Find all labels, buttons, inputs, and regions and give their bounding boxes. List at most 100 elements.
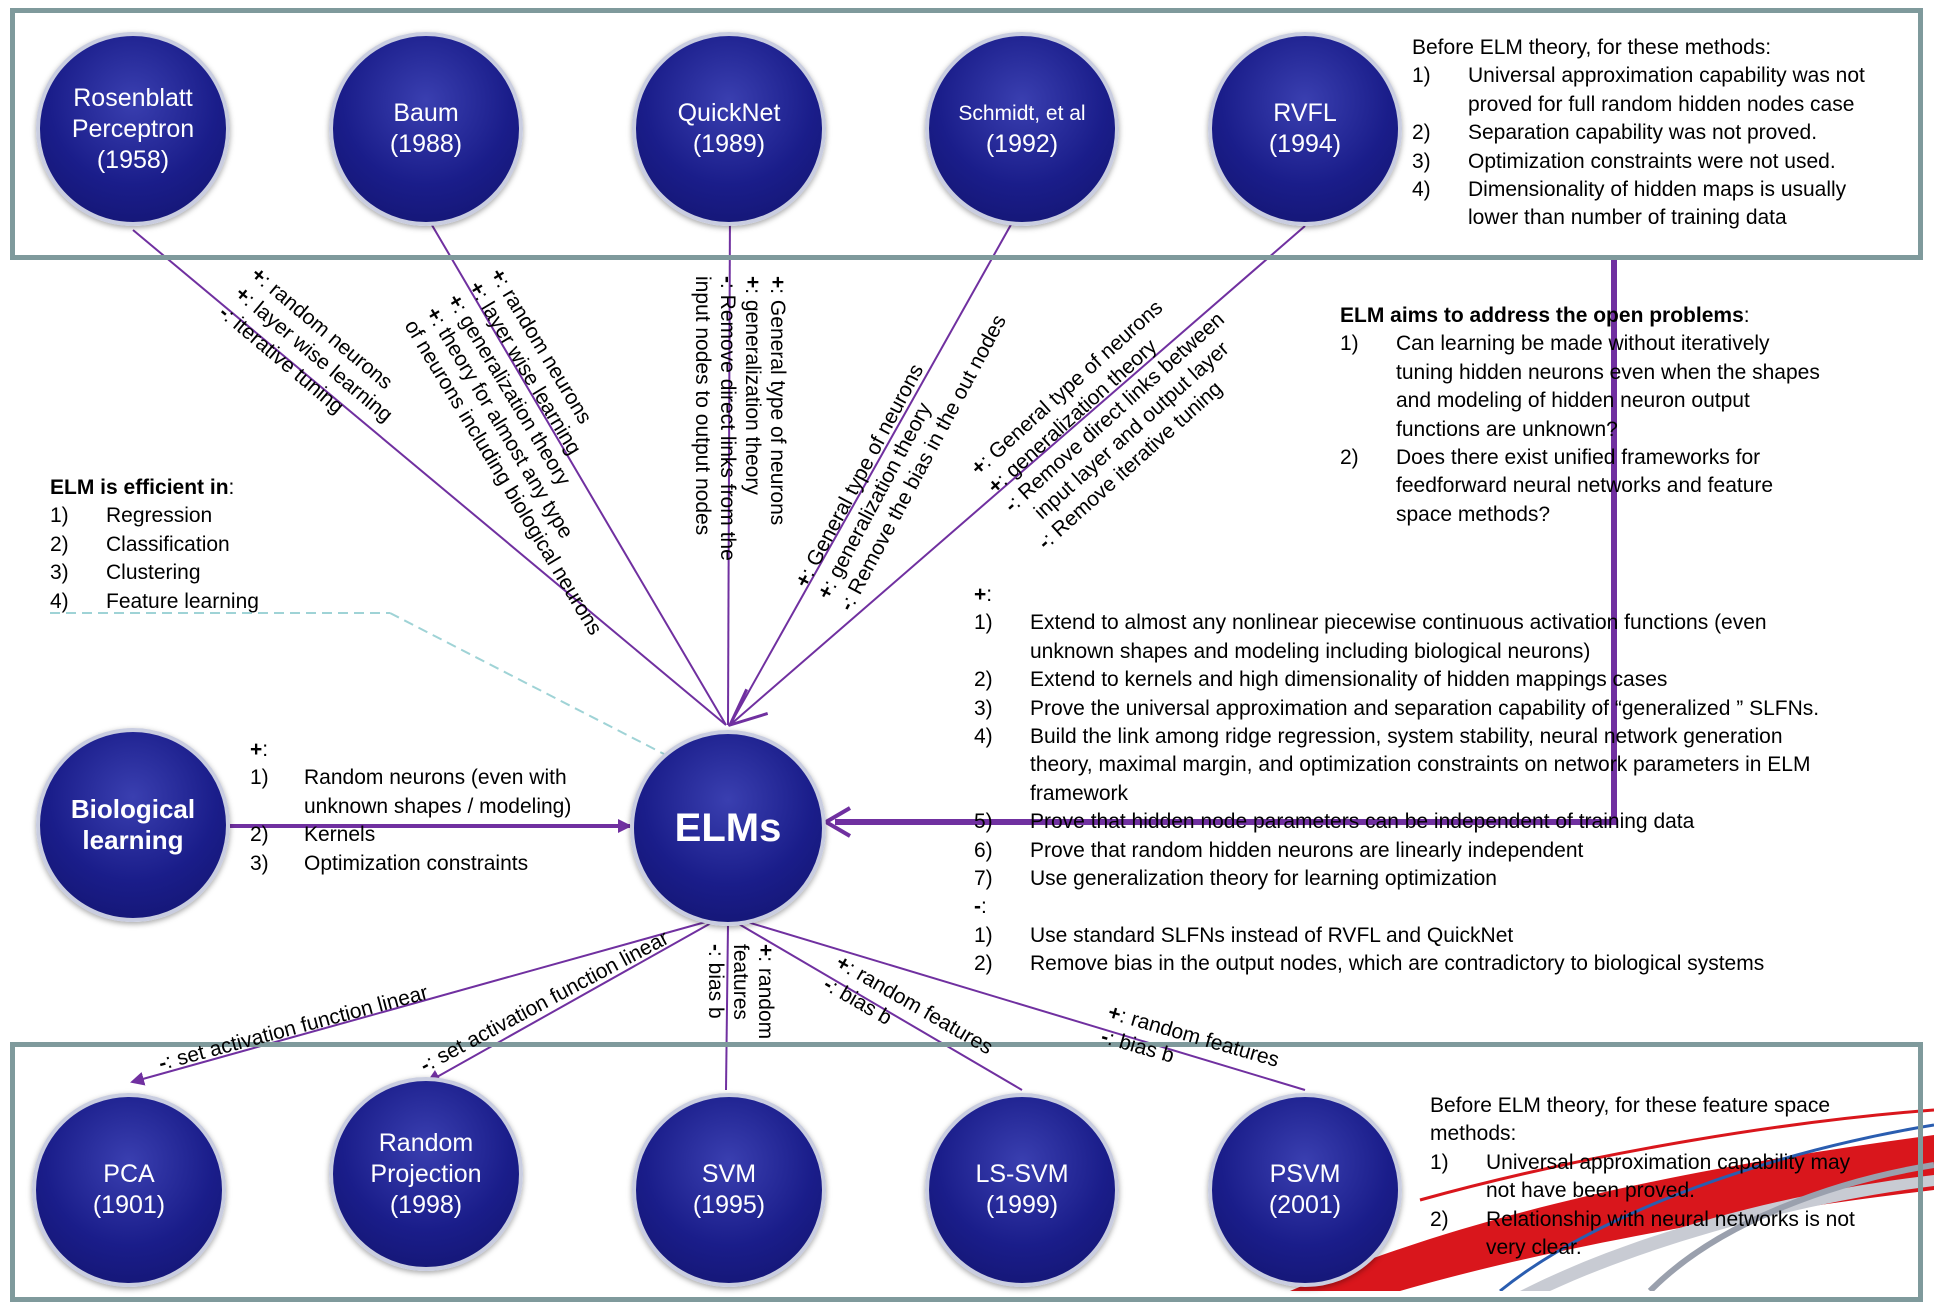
node-label: (2001) [1268,1191,1342,1219]
item-number: 1) [1340,332,1359,356]
aims-heading: ELM aims to address the open problems [1340,304,1744,327]
node-label: (1989) [692,130,766,158]
item-text: Universal approximation capability was n… [1468,64,1865,88]
label-text: : generalization theory [741,288,764,495]
node-label: SVM [701,1160,757,1188]
bottom-note: Before ELM theory, for these feature spa… [1430,1092,1855,1262]
node-label: (1958) [96,145,170,174]
item-text: Kernels [304,823,376,847]
item-number: 1) [1412,64,1431,88]
aims-note: ELM aims to address the open problems: 1… [1340,302,1820,529]
node-ls-svm: LS-SVM (1999) [925,1093,1119,1287]
node-label: learning [82,825,184,855]
node-label: Baum [393,99,459,127]
colon: : [262,738,269,761]
node-label: ELMs [674,805,782,850]
sign: + [754,944,777,957]
label-text: : General type of neurons [766,288,789,526]
edge-rosenblatt [132,229,727,726]
sign: + [741,276,764,289]
item-text: unknown shapes and modeling including bi… [1030,639,1591,663]
item-number: 4) [1412,178,1431,202]
node-label: Random [378,1128,474,1157]
item-text: not have been proved. [1486,1179,1695,1203]
item-text: Universal approximation capability may [1486,1150,1851,1174]
bottom-note-intro: methods: [1430,1122,1517,1146]
edge-pca [130,917,721,1086]
label-text: : random [754,956,777,1040]
bottom-note-intro: Before ELM theory, for these feature spa… [1430,1094,1830,1117]
item-text: tuning hidden neurons even when the shap… [1396,360,1820,384]
contributions-list: +: 1) Extend to almost any nonlinear piec… [974,581,1819,979]
item-number: 1) [974,611,993,635]
item-text: functions are unknown? [1396,417,1618,441]
label-text: : bias b [704,951,727,1019]
efficient-colon: : [228,476,235,499]
item-text: Use standard SLFNs instead of RVFL and Q… [1030,923,1514,947]
edge-rvfl [730,225,1306,725]
item-text: very clear. [1486,1236,1582,1260]
node-quicknet: QuickNet (1989) [632,32,826,226]
node-random-projection: Random Projection (1998) [329,1077,523,1271]
bio-notes: +: 1) Random neurons (even with unknown s… [250,736,571,878]
item-number: 5) [974,810,993,834]
item-number: 1) [974,923,993,947]
item-text: and modeling of hidden neuron output [1396,389,1750,413]
item-number: 2) [1340,446,1359,470]
node-label: (1988) [389,130,463,158]
node-label: QuickNet [677,99,781,127]
item-number: 3) [250,851,269,875]
item-text: unknown shapes / modeling) [304,794,572,818]
top-methods-panel [10,8,1923,260]
node-pca: PCA (1901) [32,1093,226,1287]
item-text: Relationship with neural networks is not [1486,1207,1855,1231]
plus-sign: + [974,583,987,606]
node-label: (1994) [1268,130,1342,158]
item-number: 2) [974,952,993,976]
item-number: 4) [974,725,993,749]
item-text: Separation capability was not proved. [1468,121,1818,145]
edge-rp [426,917,721,1083]
item-number: 2) [1430,1207,1449,1231]
item-text: Can learning be made without iteratively [1396,332,1770,356]
label-text: : Remove direct links from the [716,283,739,561]
top-note-intro: Before ELM theory, for these methods: [1412,36,1772,59]
item-text: feedforward neural networks and feature [1396,474,1774,498]
plus-sign: + [250,738,263,761]
item-text: space methods? [1396,502,1551,526]
aims-colon: : [1743,304,1750,327]
node-rvfl: RVFL (1994) [1208,32,1402,226]
item-text: Prove the universal approximation and se… [1030,696,1820,720]
item-number: 1) [50,504,69,528]
node-biological-learning: Biological learning [36,728,230,922]
item-text: Remove bias in the output nodes, which a… [1030,952,1765,976]
label-text: features [729,944,752,1020]
item-text: Prove that hidden node parameters can be… [1030,810,1695,834]
node-baum: Baum (1988) [329,32,523,226]
node-schmidt: Schmidt, et al (1992) [925,32,1119,226]
node-label: Perceptron [71,114,195,143]
item-text: Optimization constraints [304,851,529,875]
item-number: 4) [50,589,69,613]
item-text: lower than number of training data [1468,206,1787,230]
item-number: 1) [1430,1150,1449,1174]
sign: - [704,944,727,951]
colon: : [986,583,993,606]
item-text: Random neurons (even with [304,766,567,790]
minus-sign: - [974,895,981,919]
item-text: Extend to almost any nonlinear piecewise… [1030,611,1767,635]
colon: : [981,895,987,919]
item-number: 1) [250,766,269,790]
edge-svm [725,923,729,1091]
sign: - [716,276,739,283]
item-text: proved for full random hidden nodes case [1468,92,1855,116]
node-label: Projection [370,1159,482,1188]
item-text: Use generalization theory for learning o… [1030,867,1497,891]
node-label: Biological [70,794,196,824]
dashed-connector [389,612,665,755]
node-label: Rosenblatt [73,83,193,112]
node-rosenblatt: Rosenblatt Perceptron (1958) [36,32,230,226]
edge-contributions [835,258,1617,825]
item-number: 2) [1412,121,1431,145]
item-number: 3) [1412,149,1431,173]
